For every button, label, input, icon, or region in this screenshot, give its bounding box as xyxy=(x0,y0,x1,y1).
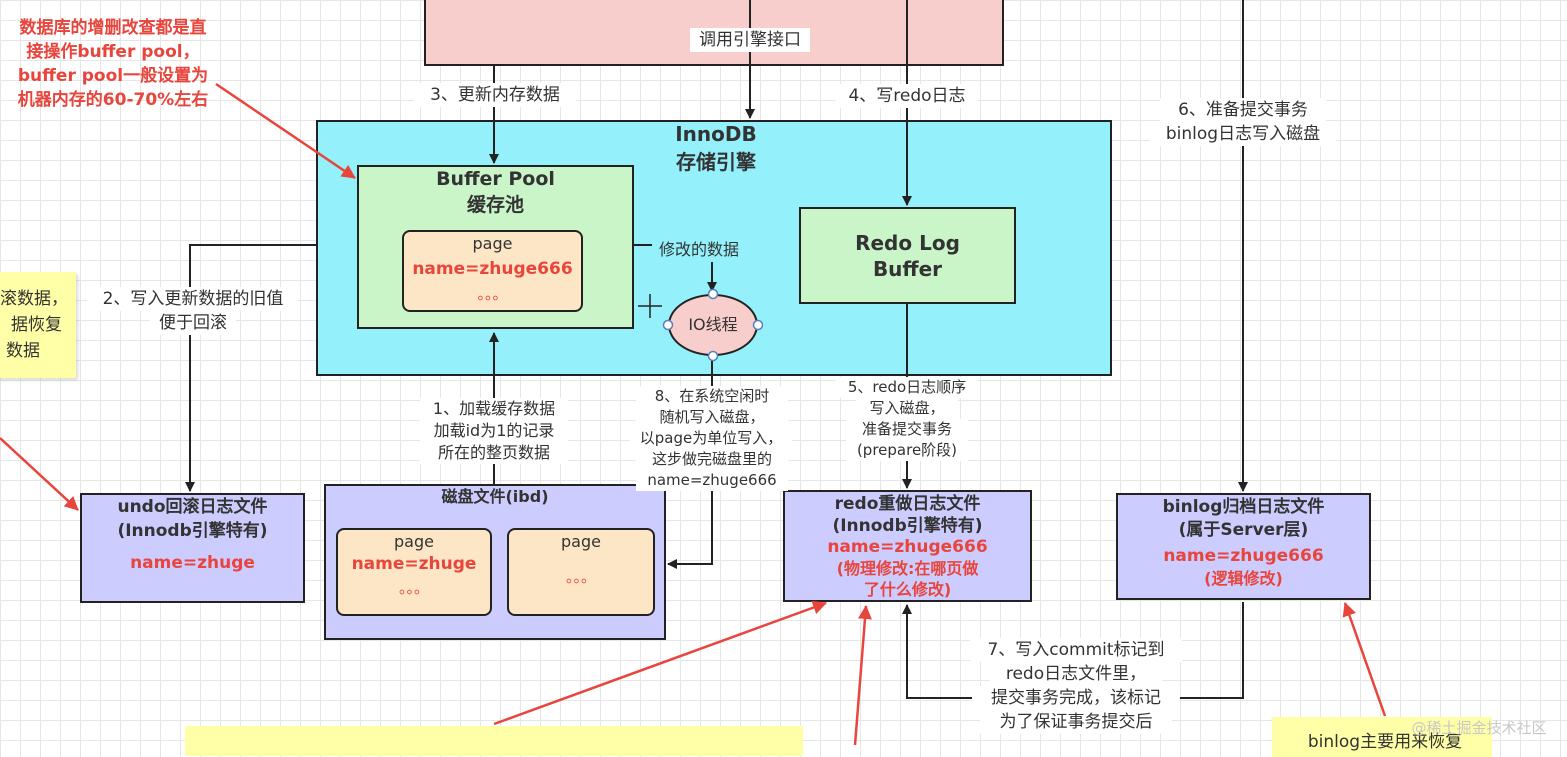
red-arrow-to-redo-1 xyxy=(493,600,827,726)
binlog-file-title: binlog归档日志文件 xyxy=(1162,497,1325,517)
top-note-line-4: 机器内存的60-70%左右 xyxy=(17,90,209,110)
step7-label-4: 为了保证事务提交后 xyxy=(980,710,1172,734)
redo-file-subtitle: (Innodb引擎特有) xyxy=(832,516,983,536)
step8-label-2: 随机写入磁盘， xyxy=(636,407,788,428)
redo-file-title: redo重做日志文件 xyxy=(834,494,981,514)
red-arrow-to-binlog xyxy=(1342,602,1387,717)
red-arrow-to-buffer-pool xyxy=(215,82,356,180)
redo-log-buffer-box xyxy=(799,207,1016,304)
disk-page1-label: page xyxy=(394,532,434,551)
buffer-pool-subtitle: 缓存池 xyxy=(466,194,524,216)
step1-label-3: 所在的整页数据 xyxy=(420,442,568,464)
step1-label-1: 1、加载缓存数据 xyxy=(420,398,568,420)
buffer-pool-title: Buffer Pool xyxy=(436,168,555,190)
top-note-line-3: buffer pool一般设置为 xyxy=(17,66,209,86)
step6-label-2: binlog日志写入磁盘 xyxy=(1150,122,1336,146)
disk-page2-label: page xyxy=(561,532,601,551)
step5-label-3: 准备提交事务 xyxy=(846,419,968,440)
redo-log-file-box xyxy=(783,490,1032,602)
crosshair-cursor-icon xyxy=(638,294,662,318)
left-note-line-3: 数据 xyxy=(6,341,40,361)
disk-file-title: 磁盘文件(ibd) xyxy=(441,487,549,506)
left-note-line-2: 据恢复 xyxy=(11,315,62,335)
left-note-line-1: 滚数据， xyxy=(0,289,68,309)
redo-file-note-1: (物理修改:在哪页做 xyxy=(836,559,979,578)
buffer-page-dots: 。。。 xyxy=(477,285,508,303)
watermark-text: @稀土掘金技术社区 xyxy=(1411,719,1547,737)
disk-page2-dots: 。。。 xyxy=(565,568,596,586)
step2-label-2: 便于回滚 xyxy=(150,311,236,335)
call-engine-label: 调用引擎接口 xyxy=(690,28,810,52)
left-sticky-note xyxy=(0,272,76,378)
undo-log-file-box xyxy=(80,493,305,603)
binlog-file-box xyxy=(1116,493,1371,600)
step4-label: 4、写redo日志 xyxy=(836,84,978,108)
step8-label-4: 这步做完磁盘里的 xyxy=(636,449,788,470)
disk-page-1 xyxy=(336,528,492,616)
step8-label-1: 8、在系统空闲时 xyxy=(636,386,788,407)
redo-buffer-line2: Buffer xyxy=(872,257,943,281)
step6-label-1: 6、准备提交事务 xyxy=(1160,98,1326,122)
undo-file-title: undo回滚日志文件 xyxy=(117,497,268,517)
red-arrow-to-undo xyxy=(0,437,79,511)
disk-page-2 xyxy=(507,528,655,616)
step8-label-5: name=zhuge666 xyxy=(636,470,788,491)
top-note-line-1: 数据库的增删改查都是直 xyxy=(19,18,207,38)
modified-data-label: 修改的数据 xyxy=(652,238,746,262)
redo-file-value: name=zhuge666 xyxy=(827,537,988,557)
redo-buffer-line1: Redo Log xyxy=(855,231,960,255)
binlog-file-value: name=zhuge666 xyxy=(1163,546,1324,566)
innodb-title: InnoDB xyxy=(675,122,757,146)
redo-file-note-2: 了什么修改) xyxy=(863,580,952,599)
innodb-subtitle: 存储引擎 xyxy=(676,150,756,174)
disk-page1-value: name=zhuge xyxy=(351,554,477,574)
buffer-pool-page xyxy=(402,230,583,312)
step2-label-1: 2、写入更新数据的旧值 xyxy=(88,287,298,311)
step7-label-3: 提交事务完成，该标记 xyxy=(972,686,1180,710)
buffer-page-value: name=zhuge666 xyxy=(412,259,573,279)
red-arrow-to-redo-2 xyxy=(853,605,872,745)
binlog-file-note: (逻辑修改) xyxy=(1204,569,1283,588)
step1-label-2: 加载id为1的记录 xyxy=(420,420,568,442)
step7-label-1: 7、写入commit标记到 xyxy=(970,638,1182,662)
disk-page1-dots: 。。。 xyxy=(398,579,429,597)
undo-file-value: name=zhuge xyxy=(130,553,255,573)
arrow-step2 xyxy=(185,244,316,492)
step8-label-3: 以page为单位写入， xyxy=(630,428,792,449)
step7-label-2: redo日志文件里， xyxy=(990,662,1162,686)
io-thread-label: IO线程 xyxy=(688,315,738,334)
step5-label-4: (prepare阶段) xyxy=(846,440,968,461)
undo-file-subtitle: (Innodb引擎特有) xyxy=(117,521,268,541)
binlog-file-subtitle: (属于Server层) xyxy=(1178,520,1309,540)
step3-label: 3、更新内存数据 xyxy=(414,83,576,107)
buffer-page-label: page xyxy=(472,234,513,253)
top-note-line-2: 接操作buffer pool， xyxy=(26,42,200,62)
step5-label-1: 5、redo日志顺序 xyxy=(836,377,978,398)
step5-label-2: 写入磁盘， xyxy=(856,398,958,419)
